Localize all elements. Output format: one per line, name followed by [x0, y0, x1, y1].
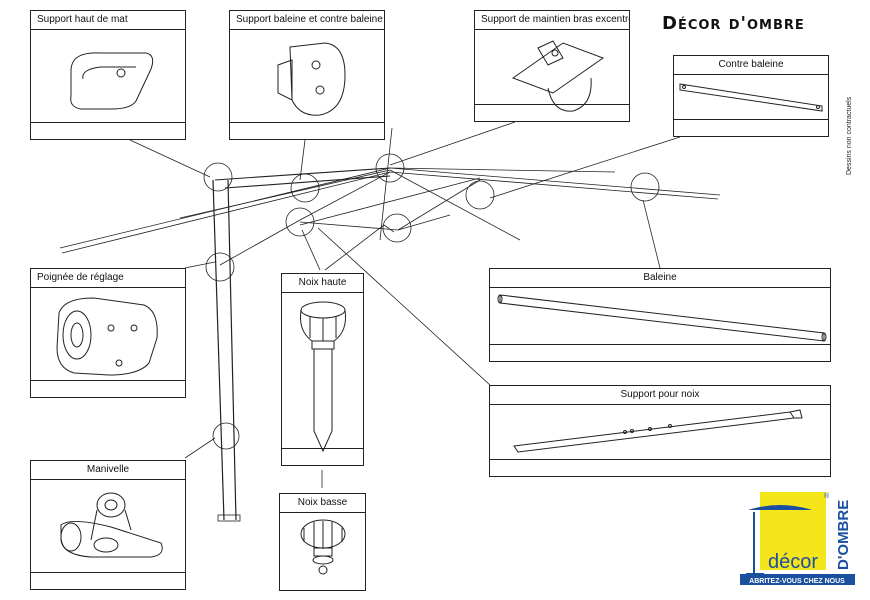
- baleine-illustration: [497, 294, 827, 342]
- support-maintien-illustration: [511, 40, 605, 112]
- leader-support-maintien: [389, 121, 516, 166]
- rib-right-2: [389, 171, 719, 200]
- callout-circle-rib-end: [630, 172, 660, 202]
- callout-circle-strut: [465, 180, 495, 210]
- leader-support-baleine: [299, 139, 306, 181]
- part-box-contre-baleine: Contre baleine: [673, 55, 829, 137]
- mast-right: [227, 179, 237, 521]
- part-box-support-baleine: Support baleine et contre baleine: [229, 10, 385, 140]
- rib-vertical: [379, 127, 393, 241]
- logo-tagline: ABRITEZ-VOUS CHEZ NOUS: [749, 578, 845, 585]
- contre-baleine-illustration: [679, 83, 823, 112]
- logo-graphic: ® décor D'OMBRE ABRITEZ-VOUS CHEZ NOUS: [740, 492, 855, 585]
- logo-registered: ®: [824, 492, 830, 500]
- rib-left-2: [61, 171, 391, 254]
- rib-back: [389, 167, 616, 173]
- mast-base: [217, 514, 241, 522]
- strut-5: [397, 214, 451, 231]
- callout-circle-handle: [205, 252, 235, 282]
- strut-2: [299, 177, 481, 226]
- leader-manivelle: [184, 437, 216, 459]
- part-label: Baleine: [490, 269, 830, 288]
- part-label: Noix haute: [282, 274, 363, 293]
- part-label: Manivelle: [31, 461, 185, 480]
- side-note: Dessins non contractuels: [846, 96, 853, 175]
- noix-haute-illustration: [300, 301, 346, 453]
- part-label: Poignée de réglage: [31, 269, 185, 288]
- part-label: Noix basse: [280, 494, 365, 513]
- callout-circle-noix-haute: [285, 207, 315, 237]
- leader-support-noix: [317, 227, 491, 386]
- part-box-baleine: Baleine: [489, 268, 831, 362]
- rib-front-left: [179, 169, 391, 219]
- strut-1: [299, 171, 391, 221]
- part-box-manivelle: Manivelle: [30, 460, 186, 590]
- callout-circle-top-mast: [203, 162, 233, 192]
- part-box-support-pour-noix: Support pour noix: [489, 385, 831, 477]
- leader-baleine: [642, 199, 661, 269]
- part-label: Support pour noix: [490, 386, 830, 405]
- logo-word-dombre: D'OMBRE: [835, 500, 852, 570]
- arm-brace: [219, 219, 301, 266]
- part-box-poignee-de-reglage: Poignée de réglage: [30, 268, 186, 398]
- noix-basse-illustration: [300, 519, 346, 575]
- support-haut-de-mat-illustration: [70, 52, 154, 110]
- callout-circle-crank: [212, 422, 240, 450]
- leader-poignee: [184, 261, 216, 269]
- rib-front-right: [389, 169, 521, 241]
- leader-support-haut-de-mat: [129, 139, 211, 178]
- support-noix-illustration: [513, 409, 803, 453]
- support-baleine-illustration: [277, 42, 346, 116]
- brand-logo: ® décor D'OMBRE ABRITEZ-VOUS CHEZ NOUS: [740, 490, 855, 586]
- mast-left: [212, 179, 225, 521]
- part-box-support-maintien: Support de maintien bras excentré: [474, 10, 630, 122]
- part-label: Contre baleine: [674, 56, 828, 75]
- part-box-noix-haute: Noix haute: [281, 273, 364, 466]
- rib-right: [389, 167, 721, 196]
- callout-circle-hub: [375, 153, 405, 183]
- leader-noix-haute: [301, 229, 321, 271]
- logo-word-decor: décor: [768, 551, 818, 573]
- poignee-illustration: [56, 297, 158, 376]
- brand-title: Décor d'ombre: [662, 13, 805, 34]
- part-box-noix-basse: Noix basse: [279, 493, 366, 591]
- part-label: Support baleine et contre baleine: [230, 11, 384, 30]
- callout-circle-rib-support: [290, 173, 320, 203]
- strut-3: [397, 179, 481, 231]
- leader-contre-baleine: [489, 136, 681, 199]
- part-label: Support de maintien bras excentré: [475, 11, 629, 30]
- callout-circle-noix-basse: [382, 213, 412, 243]
- arm-bottom: [224, 175, 391, 189]
- manivelle-illustration: [60, 492, 163, 558]
- strut-4: [299, 221, 399, 231]
- part-box-support-haut-de-mat: Support haut de mat: [30, 10, 186, 140]
- part-label: Support haut de mat: [31, 11, 185, 30]
